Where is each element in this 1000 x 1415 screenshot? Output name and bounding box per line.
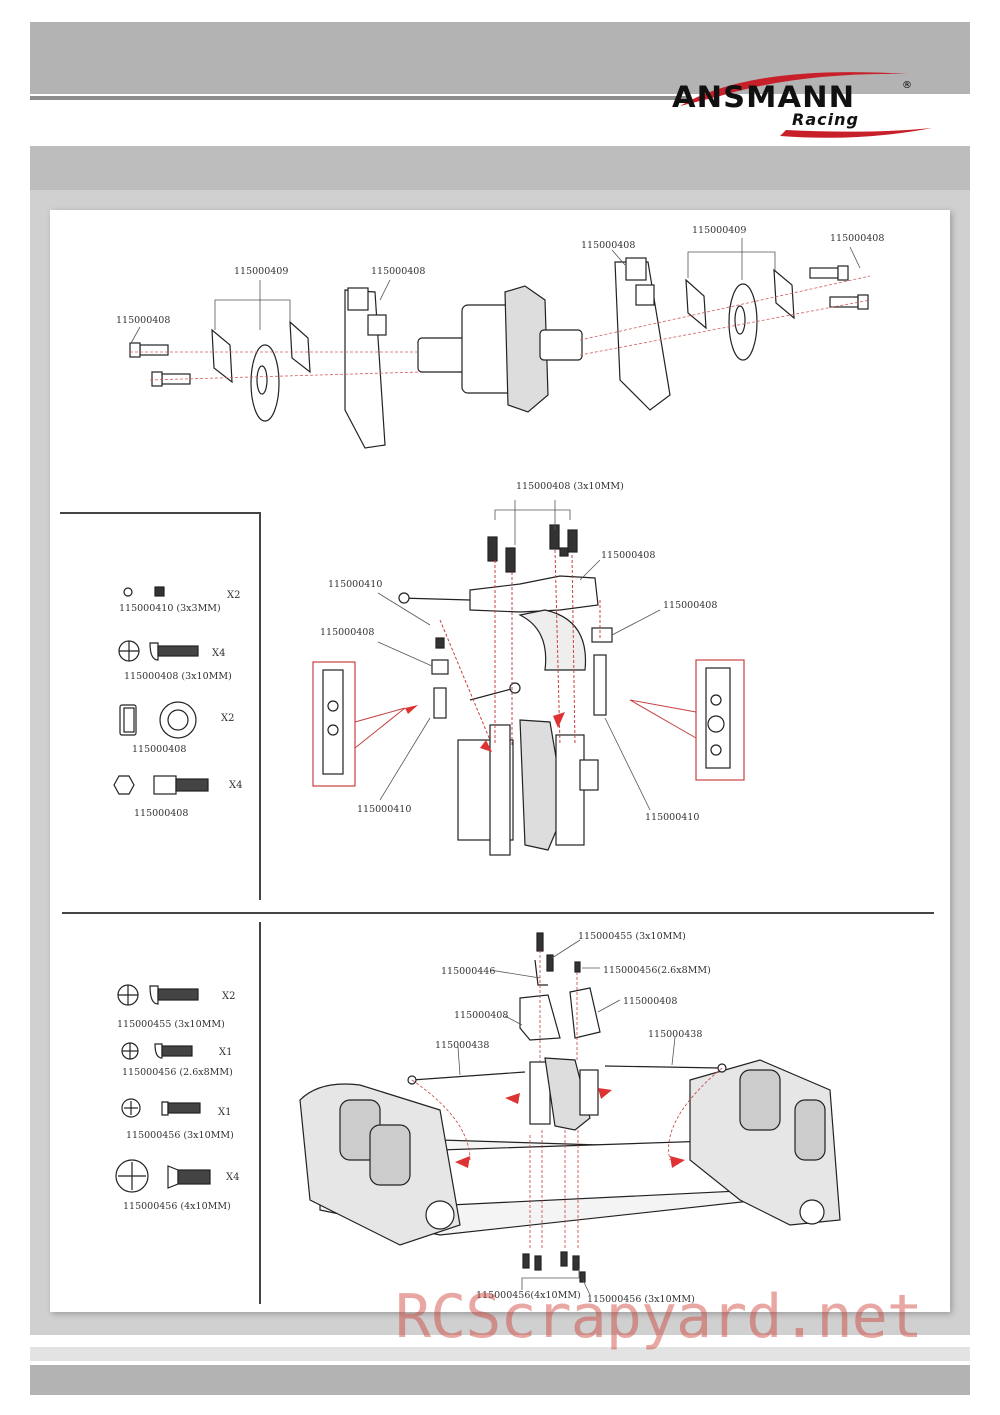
brand-logo: ANSMANN ® Racing xyxy=(660,66,940,144)
step3-screw-26x8-icon xyxy=(121,1042,193,1060)
step1-shims-left-icon xyxy=(211,320,311,422)
part-qty-screw-26x8: X1 xyxy=(219,1047,233,1058)
header-bar xyxy=(30,22,970,94)
step2-screws-top-icon xyxy=(487,524,578,573)
callout-step2-top-screws: 115000408 (3x10MM) xyxy=(516,481,624,492)
callout-step1-shim-left: 115000409 xyxy=(234,266,289,277)
part-label-screw: 115000408 (3x10MM) xyxy=(124,671,232,682)
step2-setscrew-icon xyxy=(123,586,165,597)
step2-detail-right-icon xyxy=(695,659,745,781)
step1-bulkhead-left-icon xyxy=(344,287,387,449)
step2-divider xyxy=(259,512,261,900)
step1-bulkhead-right-icon xyxy=(614,257,671,411)
step3-center-diff-icon xyxy=(529,1057,599,1131)
part-qty-screw-3x10: X1 xyxy=(218,1107,232,1118)
part-qty-setscrew: X2 xyxy=(227,590,241,601)
step1-shims-right-icon xyxy=(685,268,795,361)
step3-screws-icon xyxy=(522,932,586,1283)
callout-step1-shim-right: 115000409 xyxy=(692,225,747,236)
callout-step3-cover-left: 115000408 xyxy=(454,1010,509,1021)
part-qty-screw: X4 xyxy=(212,648,226,659)
callout-step3-bracket: 115000446 xyxy=(441,966,496,977)
brand-reg: ® xyxy=(902,80,912,91)
callout-step3-cover-right: 115000408 xyxy=(623,996,678,1007)
step3-screw-3x10-icon xyxy=(121,1098,201,1118)
part-qty-shoulder-screw: X4 xyxy=(229,780,243,791)
part-label-screw-4x10: 115000456 (4x10MM) xyxy=(123,1201,231,1212)
callout-step2-bushing-right: 115000408 xyxy=(663,600,718,611)
callout-step2-bushing-left: 115000408 xyxy=(320,627,375,638)
callout-step1-screw-left: 115000408 xyxy=(116,315,171,326)
callout-step2-post-right: 115000410 xyxy=(645,812,700,823)
callout-step1-screw-right: 115000408 xyxy=(830,233,885,244)
step2-diff-assembly-icon xyxy=(457,719,599,856)
step2-detail-left-icon xyxy=(312,661,356,787)
part-label-shoulder-screw: 115000408 xyxy=(134,808,189,819)
step3-screw-4x10-icon xyxy=(115,1159,211,1193)
part-qty-bushing: X2 xyxy=(221,713,235,724)
callout-step3-bottom-screw-3x10: 115000456 (3x10MM) xyxy=(587,1294,695,1305)
step2-bushing-icon xyxy=(119,701,197,739)
step3-diff-cover-icon xyxy=(519,987,601,1041)
step2-screw-3x10-icon xyxy=(118,640,199,662)
step2-motor-plate-icon xyxy=(469,575,599,671)
step2-shoulder-screw-icon xyxy=(113,775,209,795)
step3-divider xyxy=(259,922,261,1304)
callout-step3-screw-455: 115000455 (3x10MM) xyxy=(578,931,686,942)
callout-step1-bulkhead-right: 115000408 xyxy=(581,240,636,251)
step2-posts-icon xyxy=(431,627,613,719)
step3-chassis-icon xyxy=(299,1059,841,1246)
callout-step3-bottom-screws: 115000456(4x10MM) xyxy=(476,1290,581,1301)
part-label-bushing: 115000408 xyxy=(132,744,187,755)
logo-swoosh-icon xyxy=(680,72,932,138)
callout-step3-driveshaft-right: 115000438 xyxy=(648,1029,703,1040)
step3-top-rule xyxy=(62,912,934,914)
brand-sub: Racing xyxy=(792,110,859,129)
callout-step2-post-left: 115000410 xyxy=(357,804,412,815)
callout-step3-screw-26x8: 115000456(2.6x8MM) xyxy=(603,965,711,976)
callout-step2-setscrew: 115000410 xyxy=(328,579,383,590)
step1-screws-right-icon xyxy=(809,265,869,310)
part-qty-screw-455: X2 xyxy=(222,991,236,1002)
part-qty-screw-4x10: X4 xyxy=(226,1172,240,1183)
callout-step1-bulkhead-left: 115000408 xyxy=(371,266,426,277)
part-label-screw-26x8: 115000456 (2.6x8MM) xyxy=(122,1067,233,1078)
part-label-screw-3x10: 115000456 (3x10MM) xyxy=(126,1130,234,1141)
step1-diff-icon xyxy=(417,285,583,413)
step2-top-rule xyxy=(60,512,260,514)
part-label-setscrew: 115000410 (3x3MM) xyxy=(119,603,221,614)
callout-step3-driveshaft-left: 115000438 xyxy=(435,1040,490,1051)
part-label-screw-455: 115000455 (3x10MM) xyxy=(117,1019,225,1030)
footer-bar xyxy=(30,1365,970,1395)
step2-rods-icon xyxy=(398,592,521,701)
step3-screw-455-icon xyxy=(117,984,199,1006)
footer-stripe xyxy=(30,1347,970,1361)
brand-name: ANSMANN xyxy=(672,80,856,114)
header-rule xyxy=(30,96,690,100)
callout-step2-motor-plate: 115000408 xyxy=(601,550,656,561)
section-title-bar xyxy=(30,146,970,190)
watermark: RCScrapyard.net xyxy=(395,1282,923,1352)
